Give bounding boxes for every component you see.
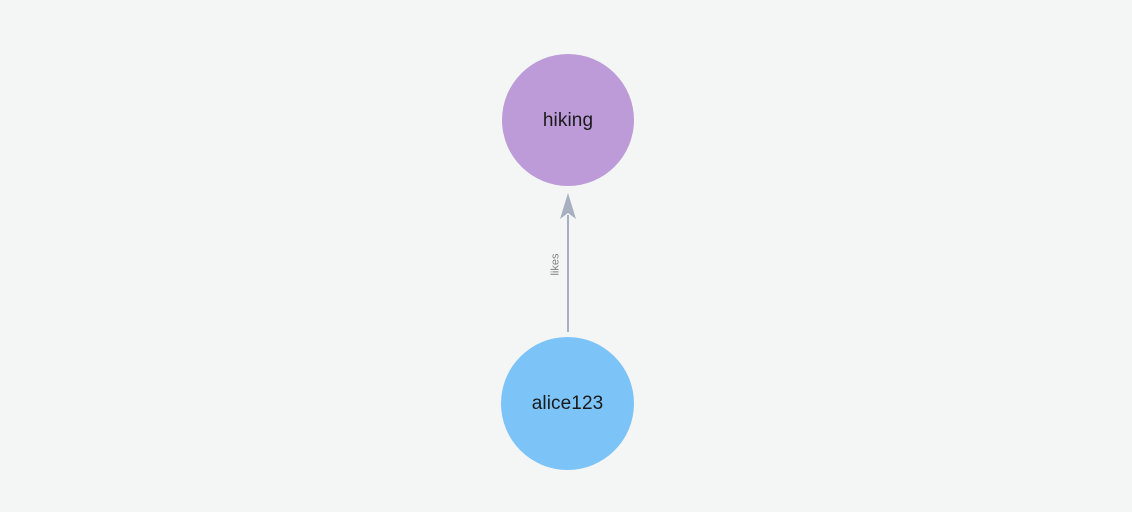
graph-node-label: alice123 <box>531 393 604 414</box>
edge-alice123-likes-hiking[interactable] <box>560 193 576 332</box>
edge-arrowhead-icon <box>560 193 576 219</box>
graph-node-alice123[interactable]: alice123 <box>501 337 634 470</box>
edge-label-likes: likes <box>549 253 562 276</box>
graph-node-label: hiking <box>542 109 594 131</box>
graph-node-hiking[interactable]: hiking <box>502 54 634 186</box>
